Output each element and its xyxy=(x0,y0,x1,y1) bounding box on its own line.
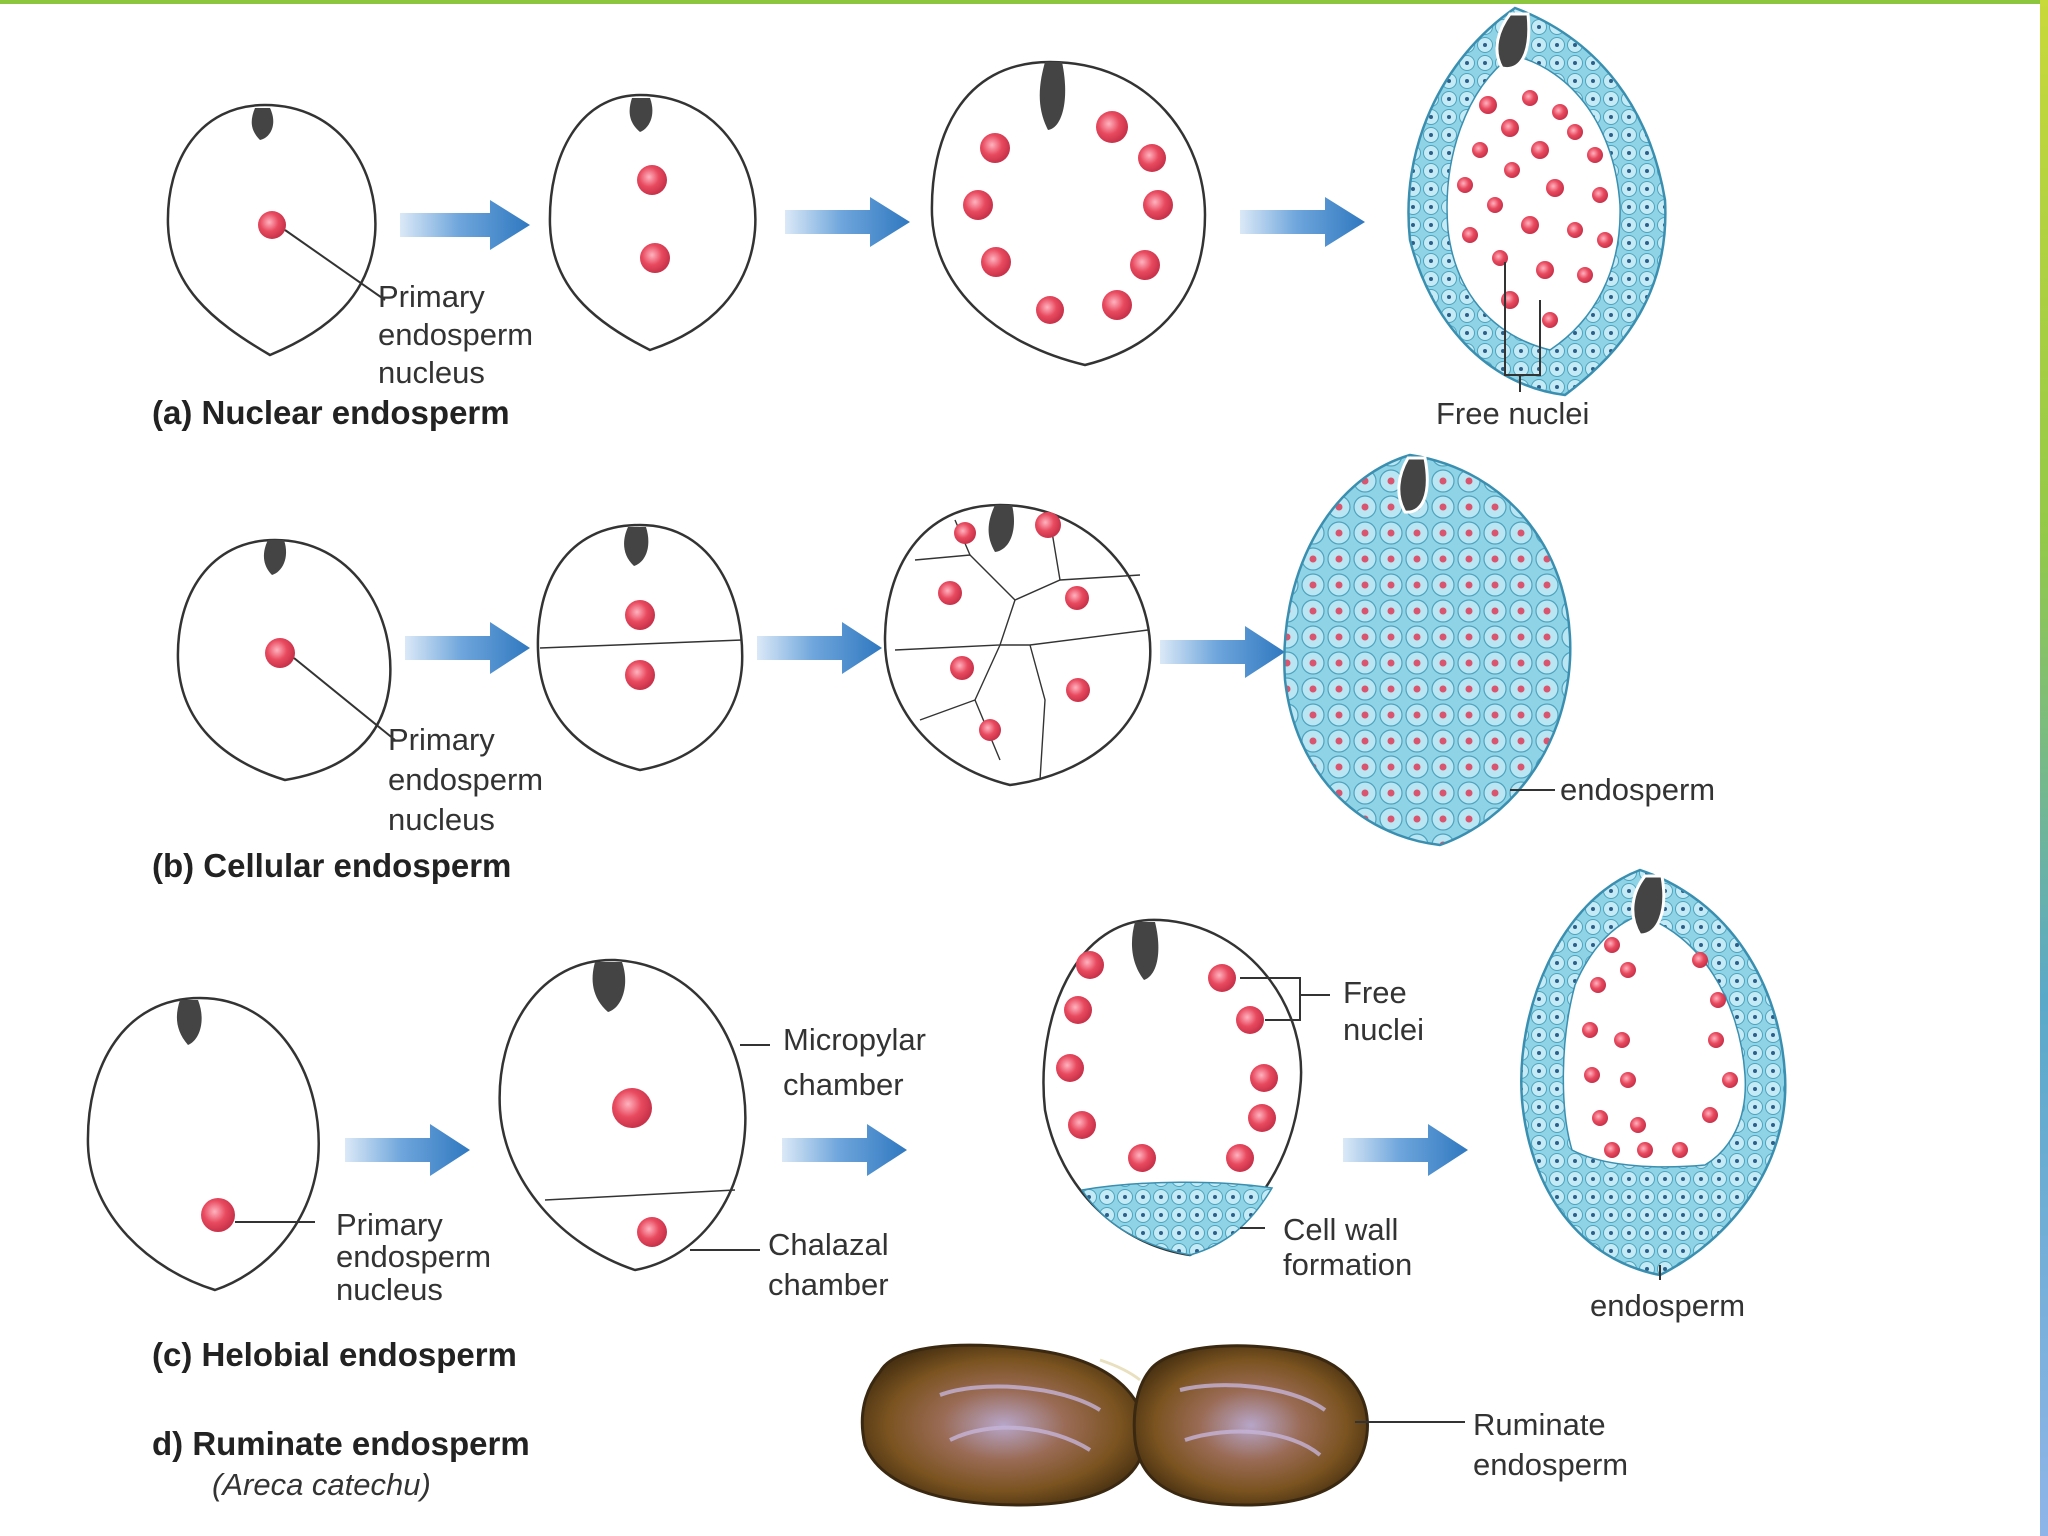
nucleus xyxy=(201,1198,235,1232)
free-nuclei-group xyxy=(1582,937,1738,1158)
panel-b-title: (b) Cellular endosperm xyxy=(152,847,511,884)
arrow-icon xyxy=(1240,197,1365,247)
arrow-icon xyxy=(345,1124,470,1176)
cell-wall-label-line2: formation xyxy=(1283,1247,1412,1282)
nucleus xyxy=(265,638,295,668)
leader-line xyxy=(284,229,386,301)
embryo-sac-a2 xyxy=(548,93,757,352)
cell-walls xyxy=(894,519,1149,781)
primary-label-a-line3: nucleus xyxy=(378,355,485,390)
arrow-icon xyxy=(1160,626,1285,678)
nucleus xyxy=(612,1088,652,1128)
leader-line xyxy=(1240,977,1330,1021)
free-nuclei-group xyxy=(938,512,1090,741)
panel-a-title: (a) Nuclear endosperm xyxy=(152,394,510,431)
embryo-c2 xyxy=(592,962,626,1012)
embryo-c4 xyxy=(1631,874,1666,937)
free-nuclei-label-c-line2: nuclei xyxy=(1343,1012,1424,1047)
endosperm-label-c: endosperm xyxy=(1590,1288,1745,1323)
ruminate-label-line1: Ruminate xyxy=(1473,1407,1606,1442)
chalazal-label-line2: chamber xyxy=(768,1267,889,1302)
embryo-sac-c1 xyxy=(86,996,320,1292)
leader-line xyxy=(293,657,396,741)
arrow-icon xyxy=(1343,1124,1468,1176)
primary-label-b-line3: nucleus xyxy=(388,802,495,837)
primary-label-c-line2: endosperm xyxy=(336,1239,491,1274)
areca-seed-photo xyxy=(860,1343,1369,1507)
micropylar-label-line2: chamber xyxy=(783,1067,904,1102)
embryo-c1 xyxy=(176,1000,202,1045)
right-border xyxy=(2040,0,2048,1536)
panel-a xyxy=(166,6,1667,397)
free-nuclei-group xyxy=(1056,951,1278,1172)
nucleus xyxy=(640,243,670,273)
embryo-b4 xyxy=(1397,456,1429,514)
nucleus xyxy=(625,600,655,630)
panel-c-title: (c) Helobial endosperm xyxy=(152,1336,517,1373)
top-border xyxy=(0,0,2048,4)
embryo-a3 xyxy=(1039,62,1066,130)
primary-label-a-line1: Primary xyxy=(378,279,485,314)
free-nuclei-label-c-line1: Free xyxy=(1343,975,1407,1010)
species-label: (Areca catechu) xyxy=(212,1467,431,1502)
arrow-icon xyxy=(757,622,882,674)
nucleus xyxy=(625,660,655,690)
embryo-a1 xyxy=(251,108,274,140)
primary-label-b-line1: Primary xyxy=(388,722,495,757)
cell-wall xyxy=(544,1189,736,1201)
endosperm-label-b: endosperm xyxy=(1560,772,1715,807)
panel-d-title: d) Ruminate endosperm xyxy=(152,1425,530,1462)
free-nuclei-label-a: Free nuclei xyxy=(1436,396,1589,431)
embryo-b1 xyxy=(263,540,287,575)
nucleus xyxy=(637,1217,667,1247)
primary-label-c-line3: nucleus xyxy=(336,1272,443,1307)
free-nuclei-group xyxy=(1457,90,1613,328)
panel-d xyxy=(860,1343,1465,1507)
nucleus xyxy=(637,165,667,195)
central-vacuole-c xyxy=(1562,914,1747,1168)
embryo-sac-b2 xyxy=(536,523,744,772)
developed-endosperm-b xyxy=(1283,453,1572,847)
primary-label-b-line2: endosperm xyxy=(388,762,543,797)
arrow-icon xyxy=(782,1124,907,1176)
cell-wall xyxy=(539,639,743,649)
chalazal-label-line1: Chalazal xyxy=(768,1227,889,1262)
cell-wall-label-line1: Cell wall xyxy=(1283,1212,1398,1247)
primary-label-a-line2: endosperm xyxy=(378,317,533,352)
arrow-icon xyxy=(405,622,530,674)
micropylar-label-line1: Micropylar xyxy=(783,1022,926,1057)
arrow-icon xyxy=(400,200,530,250)
panel-b xyxy=(176,453,1572,847)
chalazal-cell-wall-c3 xyxy=(1080,1181,1274,1256)
embryo-a2 xyxy=(629,98,653,132)
labels: Primary endosperm nucleus (a) Nuclear en… xyxy=(152,279,1745,1502)
embryo-b3 xyxy=(988,505,1015,552)
arrow-icon xyxy=(785,197,910,247)
leader-line xyxy=(1504,262,1541,392)
primary-label-c-line1: Primary xyxy=(336,1207,443,1242)
nucleus xyxy=(258,211,286,239)
free-nuclei-group xyxy=(963,111,1173,324)
ruminate-label-line2: endosperm xyxy=(1473,1447,1628,1482)
embryo-a4 xyxy=(1495,12,1531,71)
panel-c xyxy=(86,868,1787,1292)
embryo-b2 xyxy=(624,527,649,566)
embryo-c3 xyxy=(1131,922,1159,980)
